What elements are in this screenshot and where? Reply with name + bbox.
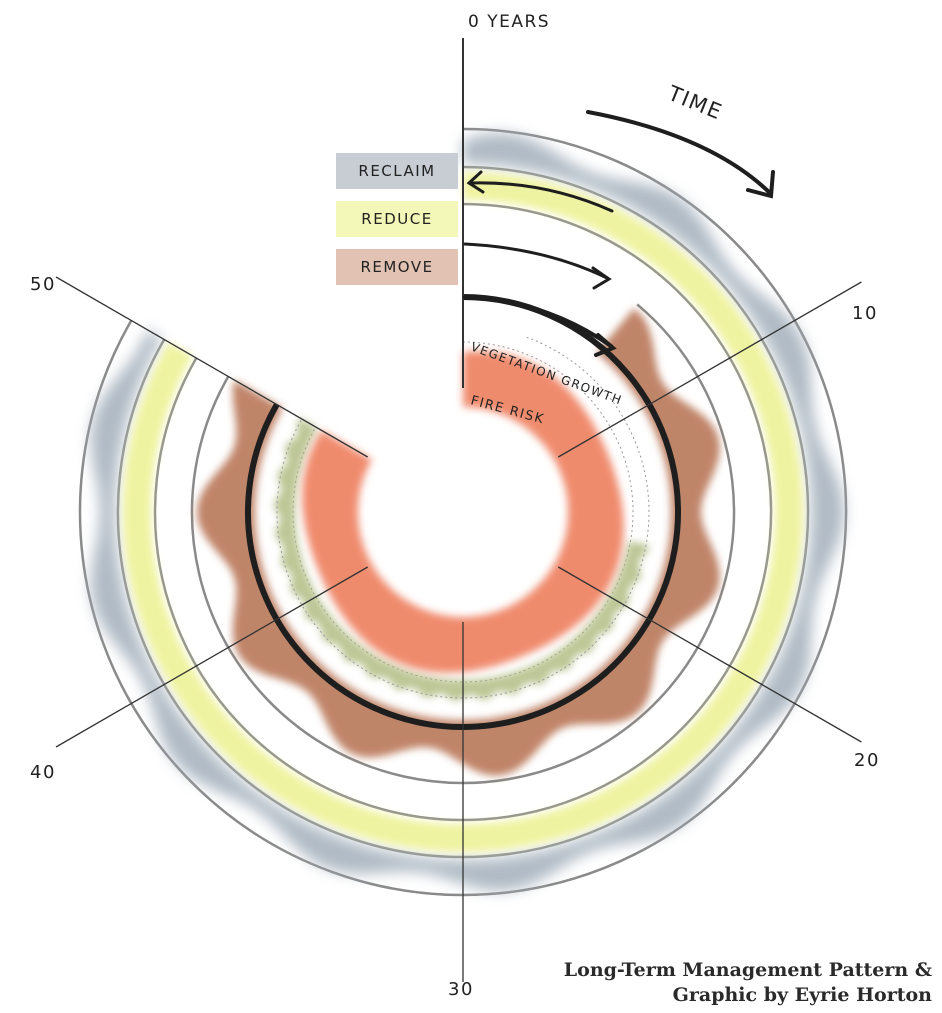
ring-outline-5 [292,341,634,683]
year-tick-4 [55,566,369,748]
legend-arrows [463,110,775,357]
time-arrowhead [746,170,775,199]
reclaim-arrowhead [466,170,485,194]
tick-label-20: 20 [854,750,880,771]
remove-band [197,308,720,776]
caption-credit: Graphic by Eyrie Horton [672,984,932,1006]
tick-label-40: 40 [30,762,56,783]
caption-title: Long-Term Management Pattern & [563,959,932,981]
tick-label-30: 30 [448,979,474,1000]
ring-outlines [78,127,848,897]
ring-outline-2 [116,165,810,859]
year-tick-lines [55,276,862,982]
time-arrow [586,110,772,195]
cycle-ring [245,294,681,730]
reduce-arrowhead [591,266,612,290]
year-tick-2 [557,566,862,743]
legend-remove: REMOVE [336,249,458,285]
remove-arrowhead [594,333,617,357]
legend-reduce: REDUCE [336,201,458,237]
ring-outline-4 [190,303,736,785]
year-tick-5 [55,276,369,458]
time-label: TIME [664,81,726,125]
ring-outline-3 [153,202,773,822]
tick-label-10: 10 [852,303,878,324]
tick-label-50: 50 [30,274,56,295]
fire-risk-band [302,351,624,673]
remove-arrow [463,295,613,348]
reduce-arrow [463,242,609,280]
start-year-label: 0 YEARS [468,12,550,32]
ring-outline-1 [78,127,848,897]
legend-reclaim: RECLAIM [336,153,458,189]
reclaim-arrow [469,181,614,213]
year-tick-1 [557,281,862,458]
